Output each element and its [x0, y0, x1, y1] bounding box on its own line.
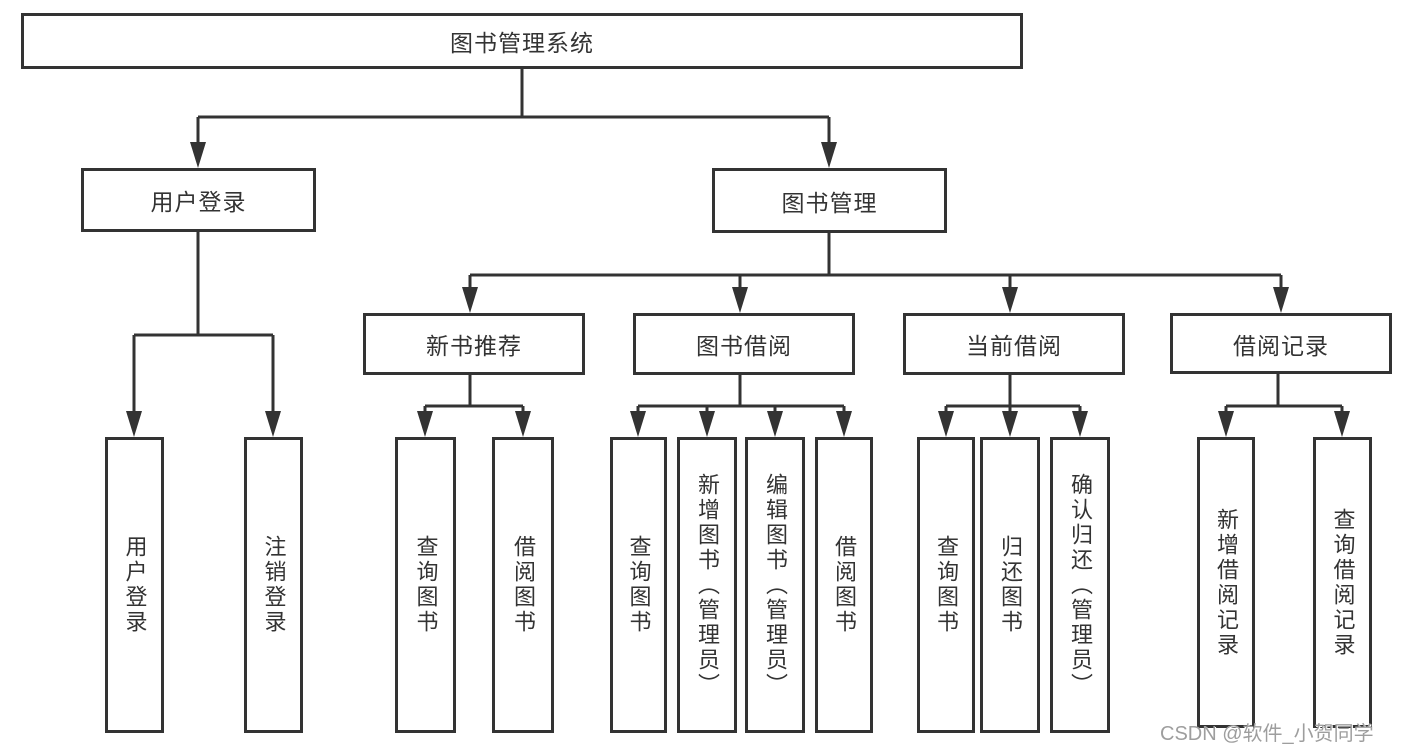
- edge-book-mgmt-children: [462, 233, 1289, 313]
- csdn-watermark: CSDN @软件_小贺同学: [1160, 723, 1374, 745]
- node-book-management: 图书管理: [712, 168, 947, 233]
- leaf-borrow-add-admin-label: 新增图书（管理员）: [695, 472, 720, 698]
- edge-root-to-level2: [190, 69, 837, 168]
- edge-newbook-children: [417, 375, 531, 437]
- edge-record-children: [1218, 374, 1350, 437]
- leaf-borrow-query: 查询图书: [610, 437, 667, 733]
- edge-user-login-children: [126, 232, 281, 437]
- leaf-borrow-borrow-label: 借阅图书: [832, 535, 857, 635]
- leaf-current-confirm-admin-label: 确认归还（管理员）: [1068, 472, 1093, 698]
- node-current-borrowing-label: 当前借阅: [966, 333, 1062, 359]
- node-root-label: 图书管理系统: [450, 30, 594, 56]
- node-book-borrowing: 图书借阅: [633, 313, 855, 375]
- node-book-borrowing-label: 图书借阅: [696, 333, 792, 359]
- leaf-newbook-query-label: 查询图书: [413, 535, 439, 635]
- leaf-current-query: 查询图书: [917, 437, 975, 733]
- leaf-borrow-edit-admin: 编辑图书（管理员）: [745, 437, 805, 733]
- leaf-newbook-borrow: 借阅图书: [492, 437, 554, 733]
- edge-borrow-children: [630, 375, 852, 437]
- leaf-current-return-label: 归还图书: [998, 535, 1023, 635]
- node-new-book-recommend-label: 新书推荐: [426, 333, 522, 359]
- leaf-current-query-label: 查询图书: [934, 535, 959, 635]
- node-current-borrowing: 当前借阅: [903, 313, 1125, 375]
- leaf-record-add-label: 新增借阅记录: [1214, 507, 1239, 658]
- leaf-record-add: 新增借阅记录: [1197, 437, 1255, 728]
- leaf-borrow-borrow: 借阅图书: [815, 437, 873, 733]
- leaf-current-confirm-admin: 确认归还（管理员）: [1050, 437, 1110, 733]
- leaf-user-login-label: 用户登录: [122, 535, 148, 635]
- leaf-user-login: 用户登录: [105, 437, 164, 733]
- node-root-system: 图书管理系统: [21, 13, 1023, 69]
- leaf-record-query: 查询借阅记录: [1313, 437, 1372, 728]
- node-book-management-label: 图书管理: [781, 189, 878, 216]
- node-borrowing-records: 借阅记录: [1170, 313, 1392, 374]
- leaf-logout: 注销登录: [244, 437, 303, 733]
- leaf-borrow-query-label: 查询图书: [626, 535, 652, 635]
- node-borrowing-records-label: 借阅记录: [1233, 332, 1329, 359]
- leaf-borrow-edit-admin-label: 编辑图书（管理员）: [763, 472, 788, 698]
- leaf-current-return: 归还图书: [980, 437, 1040, 733]
- leaf-logout-label: 注销登录: [261, 535, 287, 635]
- node-user-login-label: 用户登录: [150, 189, 247, 215]
- node-user-login: 用户登录: [81, 168, 316, 232]
- leaf-borrow-add-admin: 新增图书（管理员）: [677, 437, 737, 733]
- edge-current-children: [938, 375, 1088, 437]
- leaf-record-query-label: 查询借阅记录: [1330, 507, 1356, 658]
- node-new-book-recommend: 新书推荐: [363, 313, 585, 375]
- leaf-newbook-query: 查询图书: [395, 437, 456, 733]
- leaf-newbook-borrow-label: 借阅图书: [511, 535, 536, 635]
